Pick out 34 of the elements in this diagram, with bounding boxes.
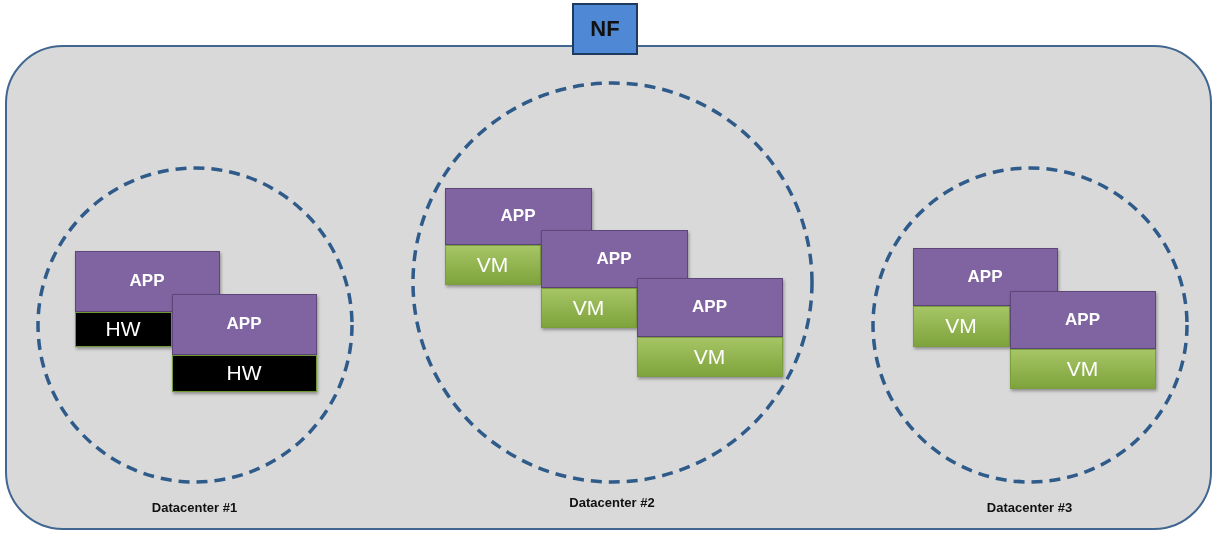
hardware-block xyxy=(74,311,172,347)
app-block xyxy=(74,250,220,312)
app-block xyxy=(636,277,783,337)
block-label: HW xyxy=(105,317,141,341)
block-label: APP xyxy=(129,271,165,291)
hardware-block xyxy=(171,354,317,392)
block-label: APP xyxy=(967,266,1003,287)
app-block xyxy=(444,187,592,245)
block-label: APP xyxy=(692,297,727,317)
tag-label: NF xyxy=(590,16,620,42)
app-block xyxy=(171,293,317,355)
title-tag xyxy=(572,3,638,55)
block-label: APP xyxy=(596,248,632,269)
app-block xyxy=(1009,290,1156,349)
datacenter-label: Datacenter #2 xyxy=(568,494,656,510)
block-label: VM xyxy=(476,252,509,277)
block-label: VM xyxy=(572,295,605,320)
vm-block xyxy=(912,305,1010,347)
block-label: HW xyxy=(226,361,262,385)
app-block xyxy=(540,229,688,288)
block-label: VM xyxy=(945,314,977,338)
block-label: APP xyxy=(226,314,262,334)
vm-block xyxy=(444,244,541,285)
datacenter-label: Datacenter #3 xyxy=(985,499,1074,515)
block-label: VM xyxy=(693,344,726,369)
vm-block xyxy=(636,336,783,377)
block-label: VM xyxy=(1066,356,1099,381)
block-label: APP xyxy=(1065,309,1100,330)
group-panel xyxy=(5,45,1212,530)
datacenter-label: Datacenter #1 xyxy=(150,499,239,515)
vm-block xyxy=(1009,348,1156,389)
app-block xyxy=(912,247,1058,306)
block-label: APP xyxy=(500,206,536,226)
vm-block xyxy=(540,287,637,328)
